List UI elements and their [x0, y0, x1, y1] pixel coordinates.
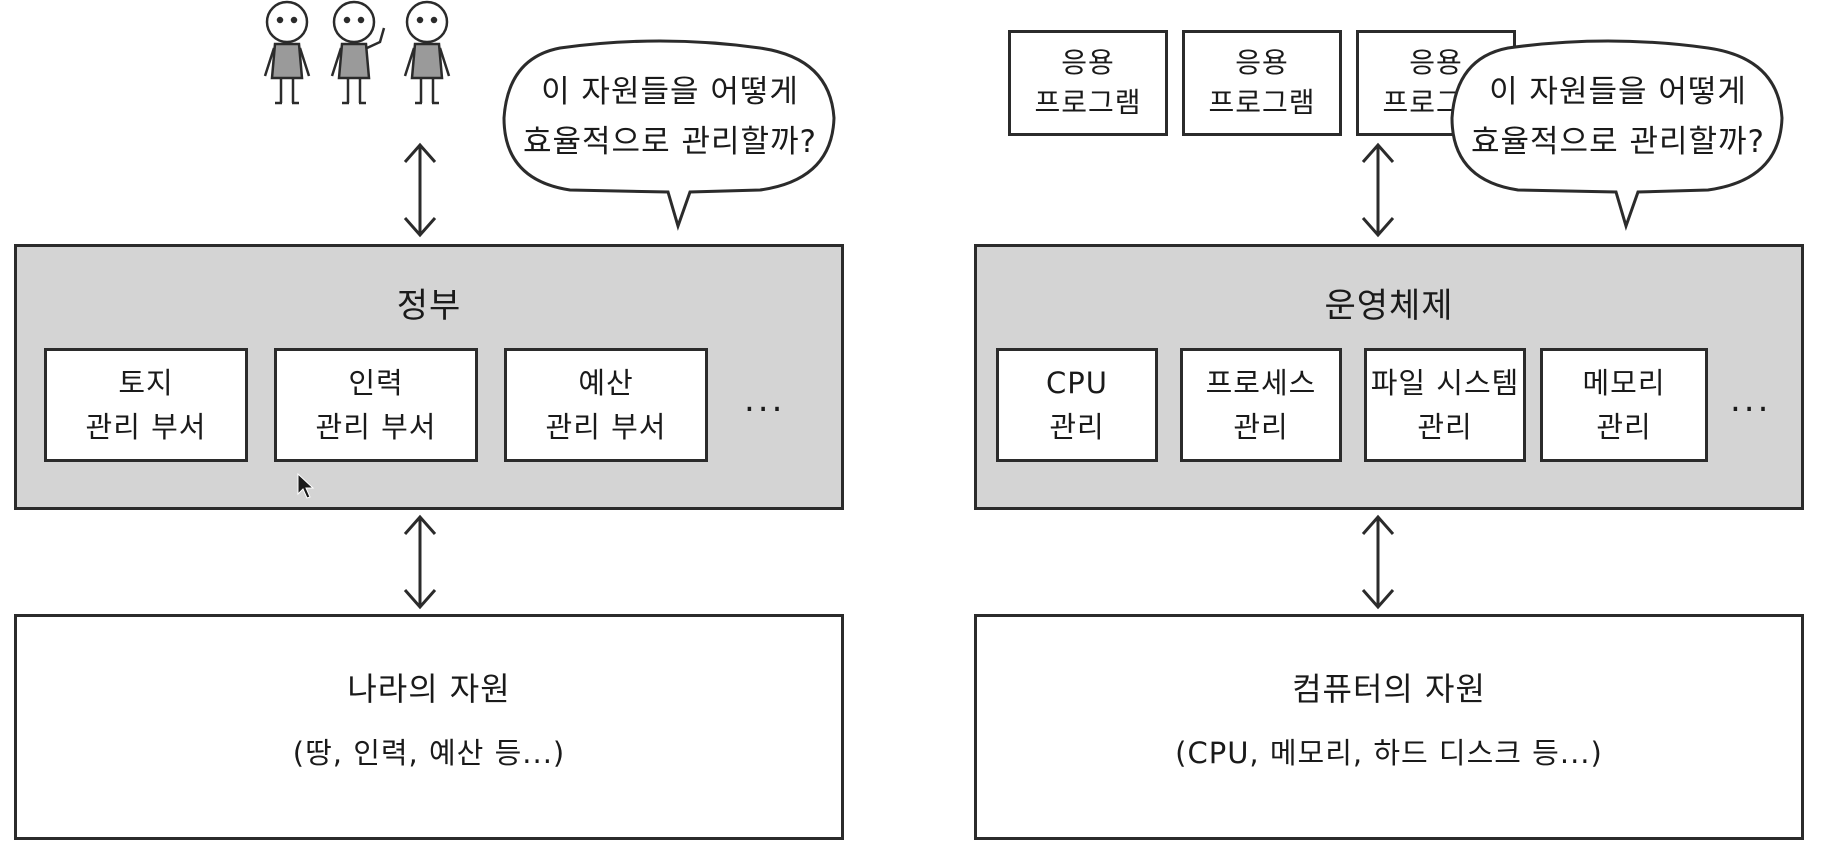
app-label-line2: 프로그램: [1208, 86, 1316, 119]
module-box-process: 프로세스 관리: [1180, 348, 1342, 462]
bubble-line-1: 이 자원들을 어떻게: [1489, 74, 1747, 110]
app-label-line1: 응용: [1409, 46, 1463, 79]
country-resources-list: (땅, 인력, 예산 등...): [292, 736, 566, 770]
operating-system-title: 운영체제: [1324, 286, 1454, 326]
module-role: 관리: [1417, 410, 1473, 444]
department-name: 토지: [118, 366, 174, 400]
country-resources-title: 나라의 자원: [347, 670, 511, 708]
department-box-personnel: 인력 관리 부서: [274, 348, 478, 462]
department-name: 예산: [578, 366, 634, 400]
citizens-illustration: [263, 0, 451, 105]
module-box-cpu: CPU 관리: [996, 348, 1158, 462]
computer-resources-box: [974, 614, 1804, 840]
person-waving-icon: [330, 0, 386, 105]
person-icon: [403, 0, 451, 105]
speech-bubble-text: 이 자원들을 어떻게 효율적으로 관리할까?: [1458, 62, 1778, 172]
country-resources-box: [14, 614, 844, 840]
app-box: 응용 프로그램: [1182, 30, 1342, 136]
double-arrow-icon: [1361, 142, 1395, 238]
person-icon: [263, 0, 311, 105]
module-role: 관리: [1596, 410, 1652, 444]
ellipsis: ...: [744, 380, 786, 420]
bubble-line-2: 효율적으로 관리할까?: [523, 124, 817, 160]
app-box: 응용 프로그램: [1008, 30, 1168, 136]
module-name: CPU: [1046, 366, 1108, 400]
speech-bubble-shape: [1450, 39, 1784, 231]
app-label-line2: 프로그램: [1034, 86, 1142, 119]
module-role: 관리: [1233, 410, 1289, 444]
government-title: 정부: [396, 286, 462, 326]
double-arrow-icon: [403, 514, 437, 610]
department-role: 관리 부서: [545, 410, 667, 444]
double-arrow-icon: [1361, 514, 1395, 610]
ellipsis: ...: [1730, 380, 1772, 420]
department-name: 인력: [348, 366, 404, 400]
mouse-pointer-icon: [297, 472, 315, 499]
bubble-line-1: 이 자원들을 어떻게: [541, 74, 799, 110]
speech-bubble-shape: [502, 39, 836, 231]
double-arrow-icon: [403, 142, 437, 238]
department-box-land: 토지 관리 부서: [44, 348, 248, 462]
module-box-filesystem: 파일 시스템 관리: [1364, 348, 1526, 462]
module-box-memory: 메모리 관리: [1540, 348, 1708, 462]
speech-bubble-text: 이 자원들을 어떻게 효율적으로 관리할까?: [510, 62, 830, 172]
department-role: 관리 부서: [85, 410, 207, 444]
department-box-budget: 예산 관리 부서: [504, 348, 708, 462]
app-label-line1: 응용: [1061, 46, 1115, 79]
module-role: 관리: [1049, 410, 1105, 444]
module-name: 메모리: [1582, 366, 1666, 400]
department-role: 관리 부서: [315, 410, 437, 444]
bubble-line-2: 효율적으로 관리할까?: [1471, 124, 1765, 160]
module-name: 파일 시스템: [1370, 366, 1520, 400]
computer-resources-title: 컴퓨터의 자원: [1292, 670, 1486, 708]
computer-resources-list: (CPU, 메모리, 하드 디스크 등...): [1175, 736, 1603, 770]
module-name: 프로세스: [1205, 366, 1317, 400]
app-label-line1: 응용: [1235, 46, 1289, 79]
